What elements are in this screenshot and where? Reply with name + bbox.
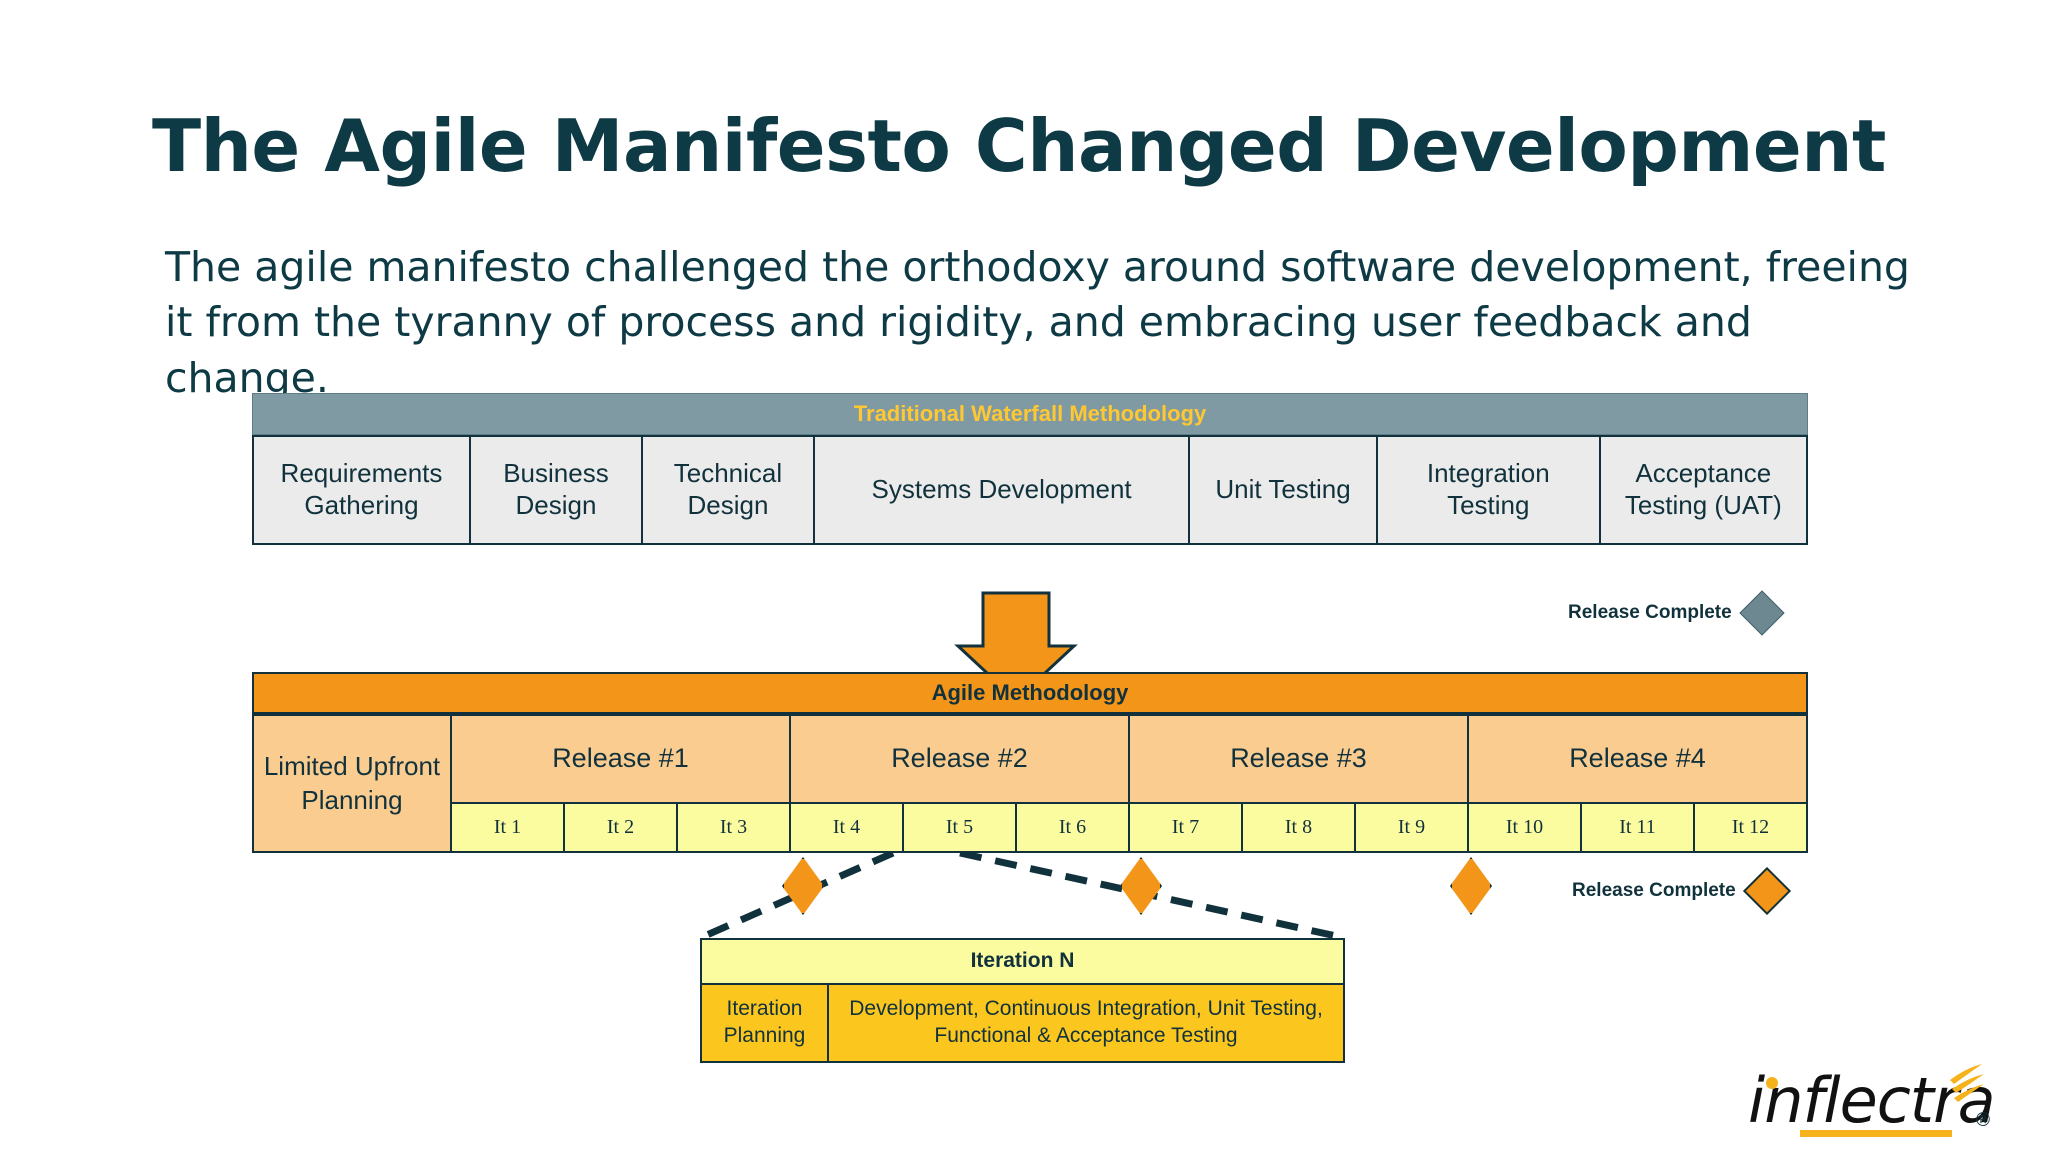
release-cell: Release #1 <box>452 716 791 802</box>
iteration-planning-cell: Iteration Planning <box>702 985 829 1061</box>
waterfall-phase-cell: Business Design <box>470 437 643 543</box>
waterfall-phase-cell: Acceptance Testing (UAT) <box>1600 437 1806 543</box>
iteration-cell: It 9 <box>1356 803 1469 851</box>
agile-release-complete-label: Release Complete <box>1572 880 1736 901</box>
iteration-cell: It 8 <box>1243 803 1356 851</box>
iteration-cell: It 3 <box>678 803 791 851</box>
logo-swoosh-icon <box>1766 1064 1984 1102</box>
release-milestone-marker <box>1450 857 1492 915</box>
iteration-detail-box: Iteration N Iteration Planning Developme… <box>700 938 1345 1063</box>
release-milestone-marker <box>782 857 824 915</box>
logo-underline <box>1800 1130 1952 1137</box>
waterfall-header: Traditional Waterfall Methodology <box>252 393 1808 435</box>
waterfall-phase-cell: Integration Testing <box>1377 437 1601 543</box>
iteration-detail-header: Iteration N <box>702 940 1343 985</box>
iteration-cell: It 10 <box>1469 803 1582 851</box>
waterfall-release-complete-legend: Release Complete <box>1568 590 1785 636</box>
iteration-cell: It 11 <box>1582 803 1695 851</box>
agile-header: Agile Methodology <box>252 672 1808 714</box>
agile-release-complete-legend: Release Complete <box>1572 866 1791 916</box>
release-cell: Release #4 <box>1469 716 1806 802</box>
iteration-cell: It 2 <box>565 803 678 851</box>
page-title: The Agile Manifesto Changed Development <box>152 104 1886 188</box>
page-subtitle: The agile manifesto challenged the ortho… <box>165 243 1910 402</box>
iteration-cell: It 12 <box>1695 803 1806 851</box>
waterfall-release-complete-label: Release Complete <box>1568 602 1732 623</box>
waterfall-phase-cell: Technical Design <box>642 437 815 543</box>
release-cell: Release #2 <box>791 716 1130 802</box>
diamond-orange-icon <box>1742 866 1791 916</box>
limited-upfront-planning-cell: Limited Upfront Planning <box>254 716 452 851</box>
diamond-gray-icon <box>1739 590 1785 636</box>
iteration-detail-body: Iteration Planning Development, Continuo… <box>702 985 1343 1061</box>
logo-registered-mark: ® <box>1976 1110 1990 1131</box>
waterfall-phase-cell: Systems Development <box>814 437 1191 543</box>
inflectra-logo: inflectra ® <box>1736 1056 2006 1142</box>
waterfall-phase-cell: Unit Testing <box>1190 437 1378 543</box>
iteration-activities-cell: Development, Continuous Integration, Uni… <box>849 997 1323 1047</box>
iteration-cell: It 6 <box>1017 803 1130 851</box>
iteration-cell: It 1 <box>452 803 565 851</box>
logo-wordmark: inflectra <box>1748 1064 1996 1137</box>
iteration-cell: It 4 <box>791 803 904 851</box>
release-milestone-marker <box>1120 857 1162 915</box>
release-cell: Release #3 <box>1130 716 1469 802</box>
iteration-cell: It 7 <box>1130 803 1243 851</box>
iteration-cell: It 5 <box>904 803 1017 851</box>
waterfall-phase-cell: Requirements Gathering <box>254 437 471 543</box>
